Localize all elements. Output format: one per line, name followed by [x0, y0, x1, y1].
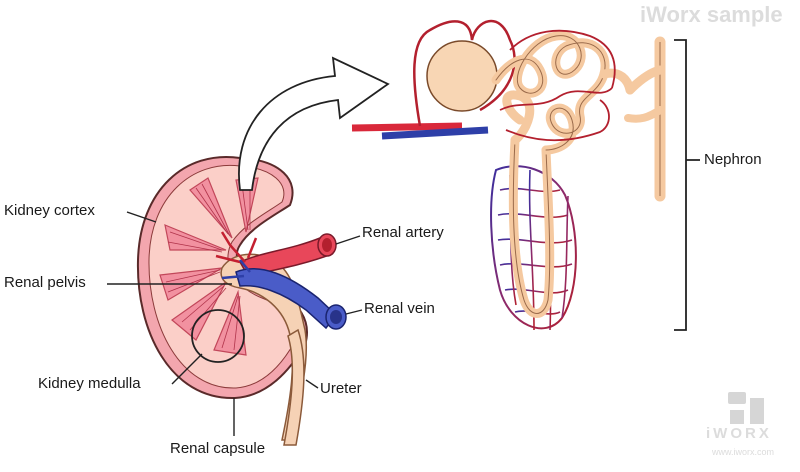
nephron	[351, 19, 666, 331]
watermark-top: iWorx sample	[640, 2, 783, 27]
label-renal-pelvis: Renal pelvis	[4, 274, 86, 291]
artery-branches	[215, 231, 258, 264]
vein-branches	[221, 259, 251, 280]
nephron-bracket	[674, 39, 700, 331]
zoom-arrow	[238, 56, 390, 191]
label-renal-artery: Renal artery	[362, 224, 444, 241]
watermark-url: www.iworx.com	[712, 447, 775, 457]
leader-kidney-cortex	[126, 211, 157, 223]
pyramid-striations	[165, 182, 251, 351]
bowmans-capsule	[426, 40, 498, 112]
peritubular-capillaries	[490, 165, 577, 330]
ureter	[283, 328, 305, 446]
label-kidney-cortex: Kidney cortex	[4, 202, 95, 219]
label-renal-vein: Renal vein	[364, 300, 435, 317]
leader-ureter	[305, 379, 319, 389]
leader-lines	[107, 211, 363, 436]
watermark-logo-text: iWORX	[706, 425, 772, 442]
afferent-arteriole	[351, 122, 463, 132]
leader-renal-vein	[345, 309, 363, 315]
collecting-duct-branch	[625, 65, 665, 95]
tubule-capillaries	[499, 29, 616, 142]
label-kidney-medulla: Kidney medulla	[38, 375, 141, 392]
leader-kidney-medulla	[171, 353, 203, 385]
iworx-logo-mark	[728, 392, 764, 424]
leader-renal-artery	[335, 235, 361, 245]
medulla-callout-circle	[191, 309, 245, 363]
kidney	[136, 156, 347, 446]
label-ureter: Ureter	[320, 380, 362, 397]
label-nephron: Nephron	[704, 151, 762, 168]
label-renal-capsule: Renal capsule	[170, 440, 266, 457]
efferent-arteriole	[381, 126, 489, 140]
